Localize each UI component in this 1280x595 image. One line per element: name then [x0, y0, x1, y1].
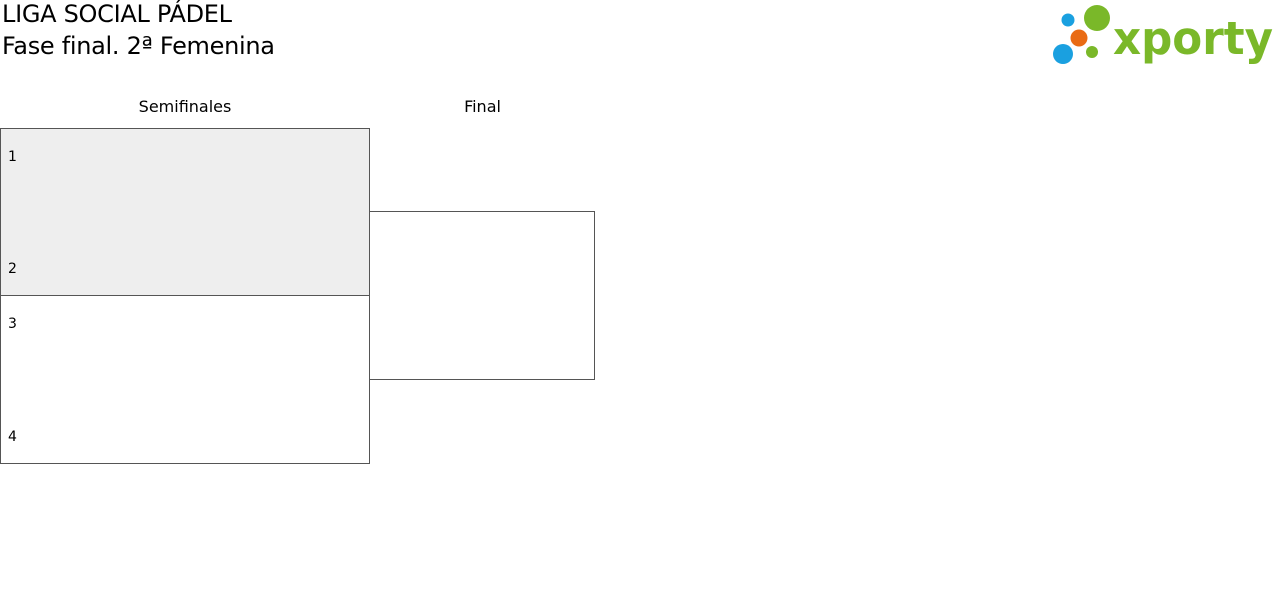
- title-block: LIGA SOCIAL PÁDEL Fase final. 2ª Femenin…: [2, 2, 275, 58]
- seed-2: 2: [8, 261, 17, 277]
- round-header-semifinales: Semifinales: [138, 97, 232, 116]
- league-title: LIGA SOCIAL PÁDEL: [2, 0, 232, 28]
- xporty-logo-graphic: xporty: [1053, 5, 1273, 65]
- logo-wordmark: xporty: [1113, 12, 1273, 65]
- logo-dot-green-large: [1084, 5, 1110, 31]
- round-header-final: Final: [464, 97, 501, 116]
- xporty-logo: xporty: [1050, 4, 1276, 66]
- logo-dot-green-small: [1086, 46, 1098, 58]
- seed-3: 3: [8, 316, 17, 332]
- logo-dot-blue-small: [1061, 13, 1075, 27]
- seed-4: 4: [8, 429, 17, 445]
- semifinal-match-1: 1 2: [0, 128, 370, 296]
- logo-dot-orange: [1070, 29, 1088, 47]
- final-match: [369, 211, 595, 380]
- phase-title: Fase final. 2ª Femenina: [2, 32, 275, 60]
- semifinal-match-2: 3 4: [0, 295, 370, 464]
- seed-1: 1: [8, 149, 17, 165]
- logo-dot-blue-large: [1053, 44, 1073, 64]
